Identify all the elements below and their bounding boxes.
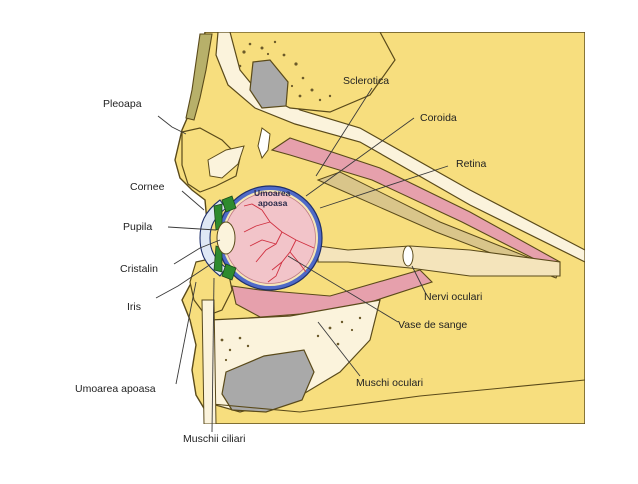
label-sclerotica: Sclerotica	[343, 75, 389, 87]
label-nervi-oculari: Nervi oculari	[424, 291, 482, 303]
leader-lines	[155, 87, 449, 433]
conjunctiva-fold	[257, 127, 271, 160]
leader-umoarea-apoasa	[175, 281, 197, 385]
leader-muschi-oculari	[317, 321, 361, 377]
label-cornee: Cornee	[130, 181, 165, 193]
retinal-vessels	[243, 203, 315, 283]
label-retina: Retina	[456, 158, 487, 170]
bone-speckles-lower	[220, 316, 362, 362]
leader-retina	[319, 165, 449, 209]
leader-cristalin	[173, 239, 221, 265]
leader-pleoapa	[157, 115, 187, 135]
label-muschii-ciliari: Muschii ciliari	[183, 433, 245, 445]
optic-nerve	[317, 245, 561, 277]
orbital-floor-line	[211, 379, 585, 413]
label-umoarea-apoasa: Umoarea apoasa	[75, 383, 156, 395]
leader-vase-de-sange	[287, 255, 399, 323]
leader-nervi-oculari	[411, 265, 427, 295]
leader-muschii-ciliari	[211, 277, 215, 433]
leader-sclerotica	[315, 87, 373, 177]
frontal-sinus	[249, 59, 289, 109]
ciliary-body	[221, 195, 237, 281]
anatomy-artwork	[174, 32, 585, 424]
label-iris: Iris	[127, 301, 141, 313]
leader-pupila	[167, 226, 217, 231]
leader-cornee	[181, 190, 205, 211]
label-cristalin: Cristalin	[120, 263, 158, 275]
bone-speckles-upper	[238, 40, 332, 102]
label-vase-de-sange: Vase de sange	[398, 319, 467, 331]
label-pupila: Pupila	[123, 221, 152, 233]
label-muschi-oculari: Muschi oculari	[356, 377, 423, 389]
inferior-rectus	[231, 269, 434, 319]
label-pleoapa: Pleoapa	[103, 98, 142, 110]
optic-nerve-end	[402, 245, 414, 267]
inner-label-line1: Umoarea	[254, 188, 291, 198]
lens	[216, 221, 236, 255]
brow-ridge	[185, 33, 213, 121]
labels: Pleoapa Cornee Pupila Cristalin Iris Umo…	[75, 75, 487, 445]
eyeball	[199, 185, 323, 291]
leader-coroida	[305, 117, 415, 197]
upper-lid-white	[207, 145, 245, 179]
label-coroida: Coroida	[420, 112, 457, 124]
maxillary-sinus	[221, 349, 315, 413]
leader-iris	[155, 261, 215, 299]
inner-label-line2: apoasa	[258, 198, 288, 208]
